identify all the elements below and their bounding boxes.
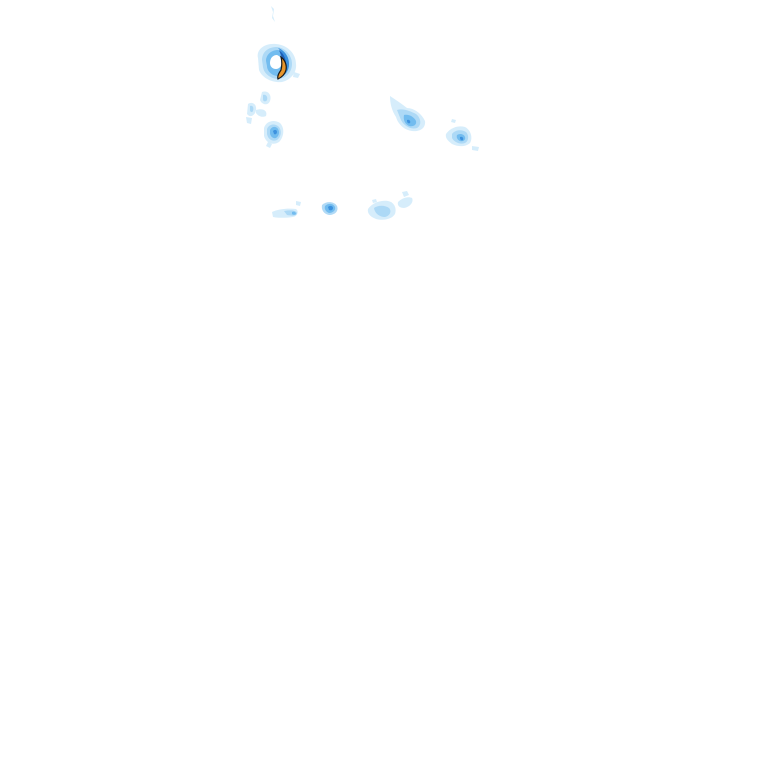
precip-cell-south-west <box>272 201 301 218</box>
precip-cell-west <box>264 120 284 148</box>
precip-cell-east <box>445 119 479 151</box>
precip-cell-center-east <box>390 96 426 132</box>
precip-cell-north-trace <box>271 6 275 22</box>
precip-cell-south-center <box>321 202 338 215</box>
precip-cell-north-major <box>257 43 300 83</box>
precip-cell-south-east <box>367 191 413 220</box>
precip-cell-northwest-scatter <box>246 91 271 124</box>
